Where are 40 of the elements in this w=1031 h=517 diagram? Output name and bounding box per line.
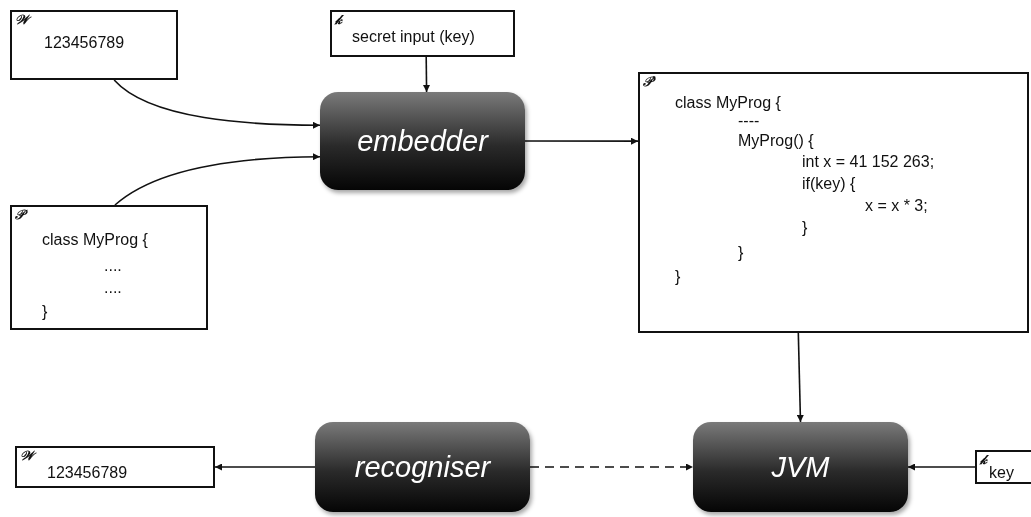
arrow (214, 463, 316, 471)
code-line: .... (104, 257, 122, 275)
box-text: 123456789 (44, 34, 125, 52)
code-line: } (675, 268, 681, 286)
text-box (10, 10, 178, 80)
code-line: class MyProg { (42, 231, 148, 249)
arrow (114, 153, 321, 206)
arrow (113, 79, 321, 129)
process-label: embedder (357, 124, 488, 158)
process-box (315, 422, 530, 512)
arrow (423, 56, 430, 93)
text-box (330, 10, 515, 57)
symbol-label: 𝓀 (980, 452, 987, 468)
box-text: key (989, 464, 1014, 482)
process-label: JVM (771, 450, 830, 484)
arrow (524, 137, 639, 145)
code-line: } (42, 303, 48, 321)
text-box (638, 72, 1029, 333)
code-line: } (738, 244, 744, 262)
code-line: MyProg() { (738, 132, 814, 150)
text-box (10, 205, 208, 330)
code-line: ---- (738, 112, 760, 130)
text-box (975, 450, 1031, 484)
code-line: x = x * 3; (865, 197, 928, 215)
text-box (15, 446, 215, 488)
process-label: recogniser (354, 450, 491, 484)
code-line: class MyProg { (675, 94, 781, 112)
arrow (907, 463, 976, 471)
code-line: } (802, 219, 808, 237)
code-line: if(key) { (802, 175, 856, 193)
code-line: .... (104, 279, 122, 297)
process-box (320, 92, 525, 190)
symbol-label: 𝓀 (335, 12, 342, 28)
arrow (796, 332, 804, 423)
code-line: int x = 41 152 263; (802, 153, 935, 171)
box-text: secret input (key) (352, 28, 475, 46)
box-text: 123456789 (47, 464, 128, 482)
arrow (529, 463, 694, 471)
process-box (693, 422, 908, 512)
symbol-label: 𝒫' (643, 74, 656, 90)
